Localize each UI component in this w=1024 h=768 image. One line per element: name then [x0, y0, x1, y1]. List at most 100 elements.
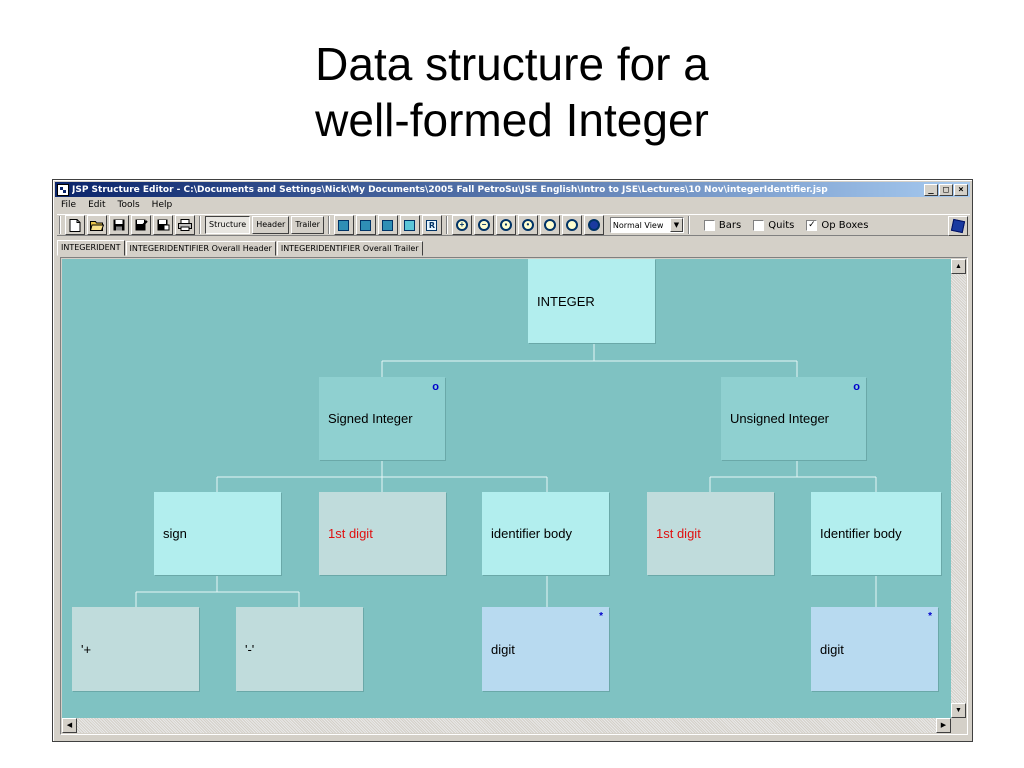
node-first-digit-unsigned[interactable]: 1st digit: [647, 492, 774, 575]
bars-checkbox-box[interactable]: [703, 219, 715, 231]
r-view-icon: R: [426, 219, 438, 231]
zoom-actual-button[interactable]: [561, 215, 582, 235]
tab-overall-header[interactable]: INTEGERIDENTIFIER Overall Header: [125, 241, 276, 256]
node-sign-label: sign: [163, 526, 187, 541]
zoom-select-button[interactable]: [583, 215, 604, 235]
save-as-button[interactable]: [131, 215, 151, 235]
node-signed-integer-label: Signed Integer: [328, 411, 413, 426]
toolbar-separator: [199, 216, 201, 234]
trailer-button[interactable]: Trailer: [291, 216, 324, 234]
window-title: JSP Structure Editor - C:\Documents and …: [72, 184, 828, 195]
node-minus[interactable]: '-': [236, 607, 363, 691]
node-identifier-body-unsigned-label: Identifier body: [820, 526, 902, 541]
layout-tree-button[interactable]: [355, 215, 376, 235]
node-identifier-body-unsigned[interactable]: Identifier body: [811, 492, 941, 575]
help-button[interactable]: [948, 216, 968, 236]
node-identifier-body-signed-label: identifier body: [491, 526, 572, 541]
node-first-digit-signed[interactable]: 1st digit: [319, 492, 446, 575]
node-identifier-body-signed[interactable]: identifier body: [482, 492, 609, 575]
save-button[interactable]: [109, 215, 129, 235]
minimize-button[interactable]: _: [924, 183, 938, 196]
header-button[interactable]: Header: [252, 216, 290, 234]
zoom-actual-icon: [565, 219, 578, 231]
close-button[interactable]: ×: [954, 183, 968, 196]
folder-open-icon: [90, 221, 104, 231]
scroll-down-button[interactable]: ▼: [951, 703, 966, 718]
node-digit-unsigned-label: digit: [820, 641, 844, 657]
node-signed-integer[interactable]: o Signed Integer: [319, 377, 445, 460]
export-button[interactable]: [153, 215, 173, 235]
op-boxes-checkbox[interactable]: ✓ Op Boxes: [806, 219, 869, 231]
layout-compact-button[interactable]: [377, 215, 398, 235]
zoom-width-button[interactable]: •: [517, 215, 538, 235]
selection-marker: o: [432, 381, 439, 393]
node-first-digit-signed-label: 1st digit: [328, 526, 373, 541]
layout-box-button[interactable]: [399, 215, 420, 235]
scroll-left-button[interactable]: ◀: [62, 718, 77, 733]
menu-edit[interactable]: Edit: [88, 200, 106, 210]
menu-help[interactable]: Help: [151, 200, 173, 210]
zoom-page-button[interactable]: [539, 215, 560, 235]
new-file-button[interactable]: [65, 215, 85, 235]
layout-r-button[interactable]: R: [421, 215, 442, 235]
window-controls: _ □ ×: [924, 183, 968, 196]
quits-checkbox[interactable]: Quits: [753, 219, 794, 231]
zoom-out-button[interactable]: −: [473, 215, 494, 235]
zoom-select-icon: [587, 219, 600, 231]
op-boxes-label: Op Boxes: [821, 219, 869, 231]
grid-view-icon: [338, 219, 350, 231]
bars-label: Bars: [718, 219, 742, 231]
help-book-icon: [950, 218, 966, 234]
open-file-button[interactable]: [87, 215, 107, 235]
zoom-in-button[interactable]: +: [451, 215, 472, 235]
structure-button[interactable]: Structure: [205, 216, 251, 234]
slide-title: Data structure for a well-formed Integer: [0, 36, 1024, 148]
save-as-icon: [135, 219, 148, 231]
horizontal-scrollbar[interactable]: ◀ ▶: [62, 718, 951, 733]
node-digit-unsigned[interactable]: * digit: [811, 607, 938, 691]
toolbar-separator: [327, 216, 330, 234]
scroll-up-button[interactable]: ▲: [951, 259, 966, 274]
window-titlebar[interactable]: JSP Structure Editor - C:\Documents and …: [55, 182, 970, 197]
node-digit-signed[interactable]: * digit: [482, 607, 609, 691]
slide-title-line1: Data structure for a: [315, 38, 709, 90]
node-digit-signed-label: digit: [491, 641, 515, 657]
toolbar-separator: [687, 216, 690, 234]
box-view-icon: [404, 219, 416, 231]
diagram-canvas[interactable]: INTEGER o Signed Integer o Unsigned Inte…: [62, 259, 951, 718]
compact-view-icon: [382, 219, 394, 231]
selection-marker: o: [853, 381, 860, 393]
print-button[interactable]: [175, 215, 195, 235]
toolbar: Structure Header Trailer R + − ▪ • Norma…: [57, 214, 970, 236]
tab-overall-trailer[interactable]: INTEGERIDENTIFIER Overall Trailer: [276, 241, 423, 256]
bars-checkbox[interactable]: Bars: [703, 219, 742, 231]
quits-checkbox-box[interactable]: [753, 219, 765, 231]
toolbar-separator: [59, 216, 61, 234]
export-icon: [157, 219, 169, 231]
chevron-down-icon[interactable]: ▼: [669, 218, 683, 232]
node-sign[interactable]: sign: [154, 492, 281, 575]
iteration-marker: *: [599, 611, 603, 622]
layout-grid-button[interactable]: [333, 215, 354, 235]
node-integer-label: INTEGER: [537, 293, 595, 309]
node-unsigned-integer[interactable]: o Unsigned Integer: [721, 377, 866, 460]
view-mode-value: Normal View: [612, 220, 664, 230]
tree-connectors: [135, 343, 877, 607]
node-plus[interactable]: '+: [72, 607, 199, 691]
toolbar-separator: [445, 216, 448, 234]
op-boxes-checkbox-box[interactable]: ✓: [806, 219, 818, 231]
app-icon[interactable]: [57, 183, 69, 196]
menu-tools[interactable]: Tools: [117, 200, 140, 210]
diagram-viewport: INTEGER o Signed Integer o Unsigned Inte…: [60, 257, 968, 735]
node-plus-label: '+: [81, 641, 92, 657]
iteration-marker: *: [928, 611, 932, 622]
node-integer[interactable]: INTEGER: [528, 259, 655, 343]
menu-file[interactable]: File: [61, 200, 77, 210]
scroll-right-button[interactable]: ▶: [936, 718, 951, 733]
zoom-fit-button[interactable]: ▪: [495, 215, 516, 235]
vertical-scrollbar[interactable]: ▲ ▼: [951, 259, 966, 718]
tab-integerident[interactable]: INTEGERIDENT: [57, 240, 125, 256]
view-mode-select[interactable]: Normal View ▼: [609, 217, 684, 233]
maximize-button[interactable]: □: [939, 183, 953, 196]
node-first-digit-unsigned-label: 1st digit: [656, 526, 701, 541]
